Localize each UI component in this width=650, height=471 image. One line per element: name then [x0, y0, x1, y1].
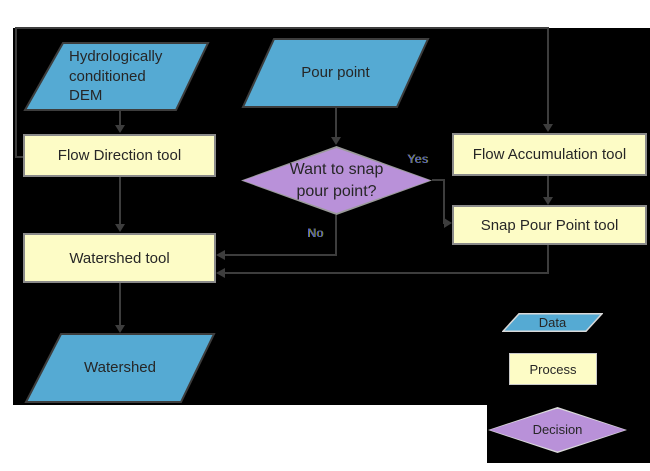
- legend-data-label: Data: [538, 314, 567, 330]
- arrowhead-snap-icon: [543, 197, 553, 205]
- connector-into-flowaccumulation: [547, 28, 549, 125]
- dem-parallelogram-shape: [23, 42, 210, 111]
- edge-label-no: No: [307, 226, 324, 240]
- watershed-parallelogram-shape: [24, 333, 216, 403]
- legend-data-parallelogram-shape: [502, 313, 603, 332]
- node-snap-pour-point-label: Snap Pour Point tool: [480, 216, 619, 234]
- node-snap-pour-point: Snap Pour Point tool: [452, 205, 647, 245]
- node-pour-point: Pour point: [241, 38, 430, 108]
- node-watershed-tool-label: Watershed tool: [69, 249, 170, 267]
- connector-flowdirection-out: [15, 156, 25, 158]
- arrowhead-watershed-icon: [115, 325, 125, 333]
- connector-no-horizontal: [225, 254, 337, 256]
- arrowhead-no-watershedtool-icon: [216, 250, 225, 260]
- arrowhead-flowaccumulation-icon: [543, 124, 553, 132]
- connector-snap-watershedtool: [225, 272, 549, 274]
- connector-snap-out-vertical: [547, 245, 549, 274]
- node-dem: Hydrologically conditioned DEM: [23, 42, 210, 111]
- arrowhead-yes-snap-icon: [444, 218, 452, 228]
- arrowhead-watershedtool-icon: [115, 224, 125, 232]
- connector-dem-flowdirection: [119, 111, 121, 126]
- edge-label-yes: Yes: [407, 152, 429, 166]
- pour-point-parallelogram-shape: [241, 38, 430, 108]
- arrowhead-snap-watershedtool-icon: [216, 268, 225, 278]
- node-pour-point-label: Pour point: [301, 64, 370, 82]
- legend-data: Data: [502, 313, 603, 332]
- arrowhead-decision-icon: [331, 137, 341, 145]
- legend-process: Process: [509, 353, 597, 385]
- connector-watershedtool-watershed: [119, 283, 121, 325]
- connector-left-vertical: [15, 27, 17, 158]
- connector-no-vertical: [335, 215, 337, 256]
- node-watershed-label: Watershed: [84, 359, 156, 377]
- node-flow-direction-label: Flow Direction tool: [57, 147, 182, 164]
- node-flow-accumulation-label: Flow Accumulation tool: [472, 146, 627, 163]
- connector-top-horizontal: [15, 27, 549, 29]
- node-flow-accumulation: Flow Accumulation tool: [452, 133, 647, 176]
- node-flow-direction: Flow Direction tool: [23, 134, 216, 177]
- connector-yes-vertical: [443, 179, 445, 224]
- connector-flowaccumulation-snap: [547, 176, 549, 198]
- connector-flowdirection-watershedtool: [119, 177, 121, 225]
- node-watershed-tool: Watershed tool: [23, 233, 216, 283]
- legend-decision-label: Decision: [532, 422, 583, 438]
- arrowhead-flowdirection-icon: [115, 125, 125, 133]
- node-watershed: Watershed: [24, 333, 216, 403]
- node-decision-label: Want to snap pour point?: [289, 161, 384, 200]
- connector-yes-horizontal: [432, 179, 445, 181]
- connector-pourpoint-decision: [335, 108, 337, 138]
- legend-process-label: Process: [529, 361, 577, 377]
- node-dem-label: Hydrologically conditioned DEM: [69, 47, 163, 105]
